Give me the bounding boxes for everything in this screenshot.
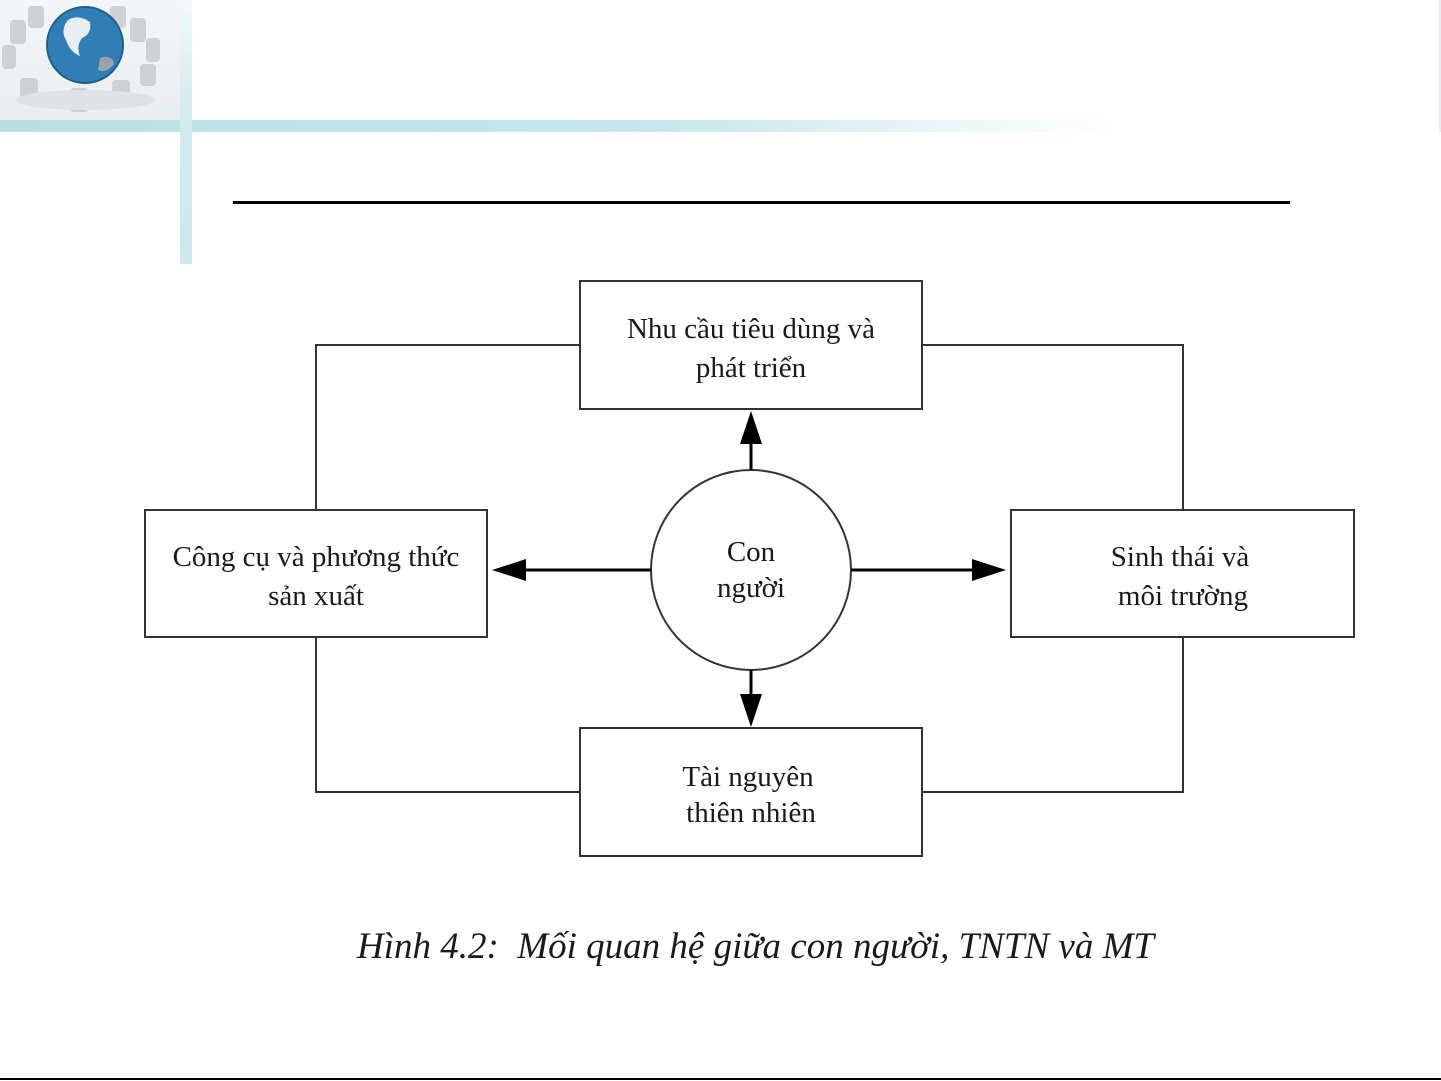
box-bottom-line-1: Tài nguyên bbox=[682, 761, 814, 793]
box-right-line-1: Sinh thái và bbox=[1111, 541, 1250, 573]
figure-caption: Hình 4.2: Mối quan hệ giữa con người, TN… bbox=[0, 925, 1441, 968]
center-line-1: Con bbox=[727, 536, 776, 568]
box-left-line-2: sản xuất bbox=[268, 580, 364, 612]
box-bottom: Tài nguyên thiên nhiên bbox=[580, 728, 922, 856]
box-top-line-2: phát triển bbox=[696, 352, 807, 384]
box-bottom-line-2: thiên nhiên bbox=[686, 797, 816, 829]
box-left-line-1: Công cụ và phương thức bbox=[173, 541, 460, 573]
box-right: Sinh thái và môi trường bbox=[1011, 510, 1354, 637]
box-right-line-2: môi trường bbox=[1118, 580, 1248, 612]
connector-bottom-left bbox=[316, 637, 580, 792]
arrow-to-left bbox=[492, 559, 651, 581]
box-top-line-1: Nhu cầu tiêu dùng và bbox=[627, 313, 875, 345]
arrow-to-bottom bbox=[740, 670, 762, 727]
arrow-to-top bbox=[740, 411, 762, 470]
box-left: Công cụ và phương thức sản xuất bbox=[145, 510, 487, 637]
box-top: Nhu cầu tiêu dùng và phát triển bbox=[580, 281, 922, 409]
center-node: Con người bbox=[651, 470, 851, 670]
connector-bottom-right bbox=[922, 637, 1183, 792]
center-line-2: người bbox=[717, 572, 785, 604]
connector-top-right bbox=[922, 345, 1183, 510]
arrow-to-right bbox=[851, 559, 1006, 581]
footer-rule bbox=[0, 1078, 1441, 1080]
connector-top-left bbox=[316, 345, 580, 510]
